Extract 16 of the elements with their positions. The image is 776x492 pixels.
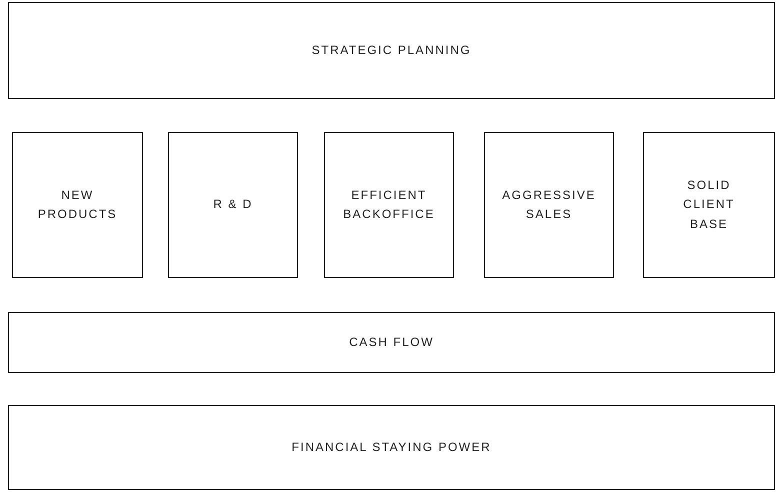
block-label: NEW PRODUCTS: [36, 186, 118, 223]
block-box: [324, 132, 454, 278]
block-label: FINANCIAL STAYING POWER: [292, 438, 492, 456]
block-label: CASH FLOW: [349, 334, 434, 351]
block-box: [8, 312, 775, 373]
block-label: SOLID CLIENT BASE: [682, 177, 736, 233]
block-box: [484, 132, 614, 278]
block-box: [168, 132, 298, 278]
block-box: [8, 405, 775, 490]
block-label: EFFICIENT BACKOFFICE: [342, 186, 436, 223]
block-box: [12, 132, 143, 278]
block-label: AGGRESSIVE SALES: [501, 186, 597, 223]
block-label: STRATEGIC PLANNING: [312, 42, 472, 59]
block-box: [643, 132, 775, 278]
block-label: R & D: [213, 196, 253, 214]
block-box: [8, 2, 775, 99]
